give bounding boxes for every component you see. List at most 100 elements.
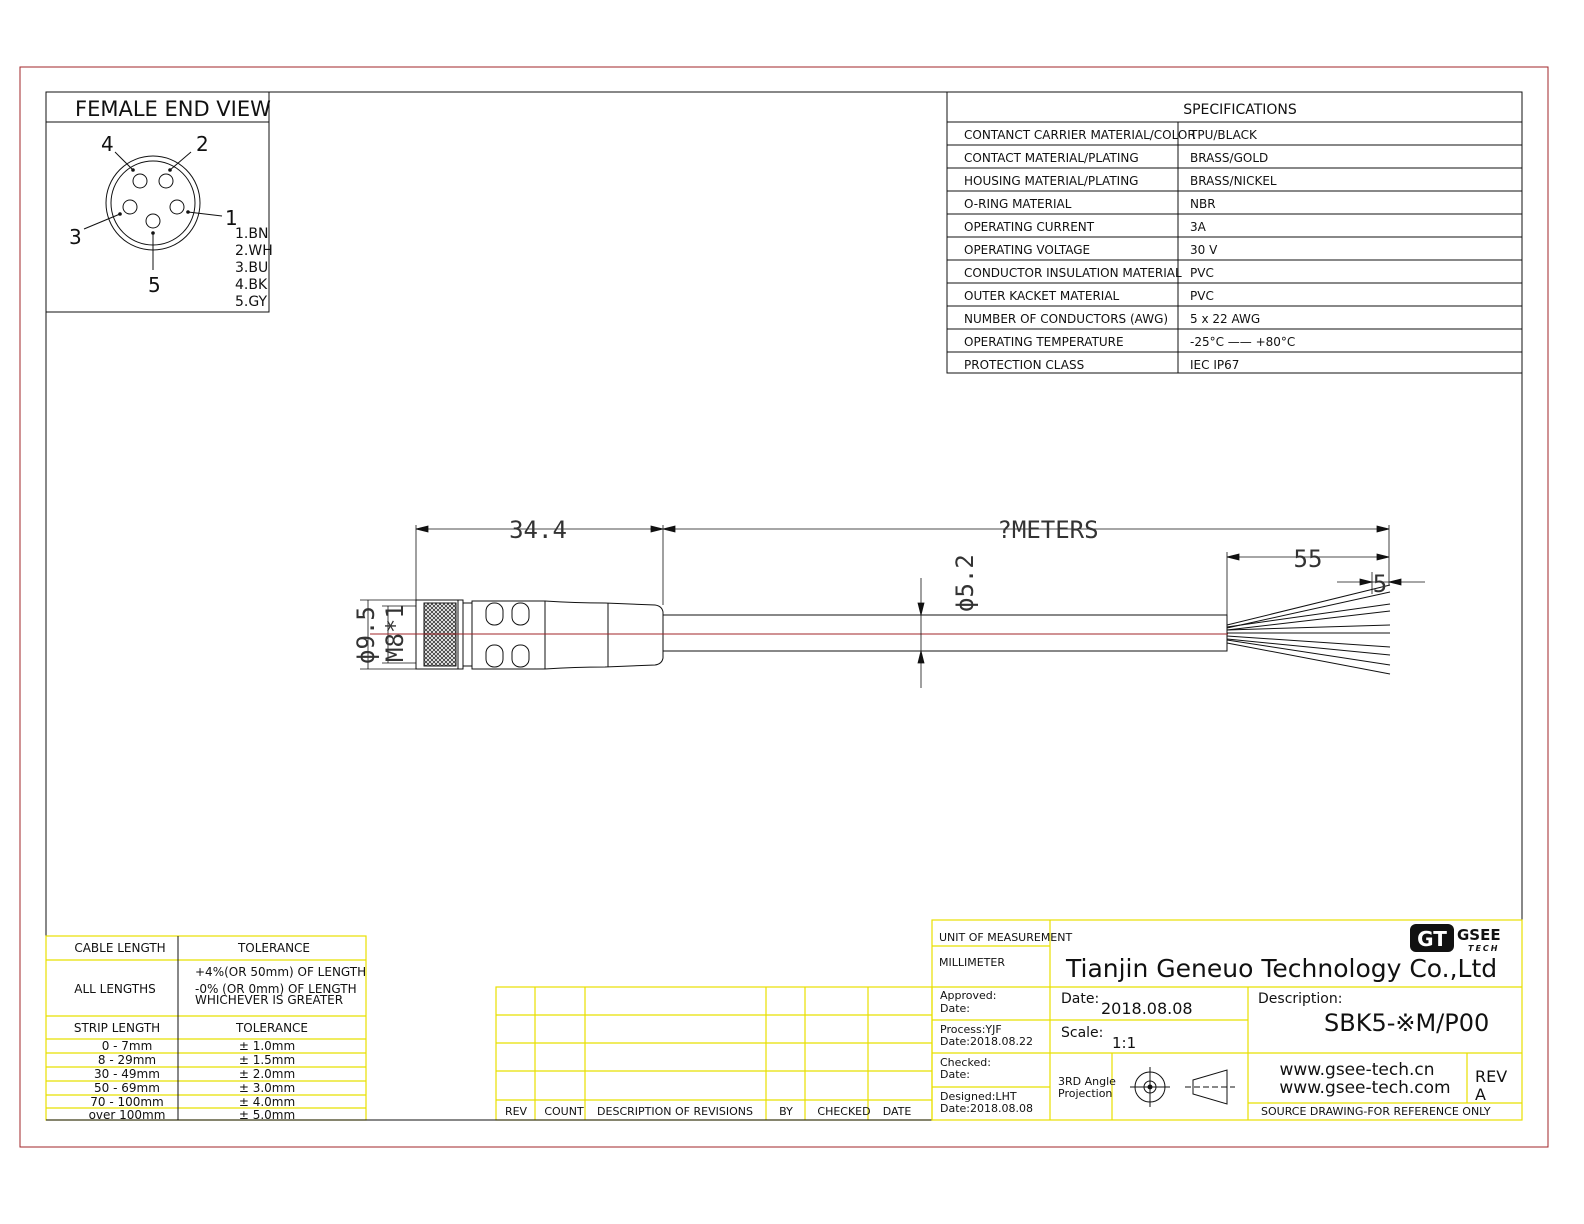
pin-color: 4.BK bbox=[235, 277, 268, 293]
spec-label: OPERATING VOLTAGE bbox=[964, 243, 1090, 257]
rev-header: DATE bbox=[883, 1105, 912, 1118]
specifications-title: SPECIFICATIONS bbox=[1183, 102, 1297, 118]
rev-header: BY bbox=[779, 1105, 793, 1118]
spec-value: BRASS/GOLD bbox=[1190, 151, 1268, 165]
dim-thread: M8*1 bbox=[381, 604, 409, 662]
tol-all-lengths-line: WHICHEVER IS GREATER bbox=[195, 993, 343, 1007]
projection-symbol bbox=[1130, 1067, 1235, 1107]
pin-number: 2 bbox=[196, 132, 209, 156]
pin-number: 3 bbox=[69, 225, 82, 249]
logo-mark: GT bbox=[1417, 927, 1447, 951]
spec-value: 5 x 22 AWG bbox=[1190, 312, 1260, 326]
process: Process:YJF bbox=[940, 1023, 1002, 1036]
cable-drawing: 34.4 ?METERS 55 5 ϕ5.2 ϕ9.5 M8*1 bbox=[352, 516, 1425, 688]
dim-cable-diameter: ϕ5.2 bbox=[951, 554, 979, 612]
dim-cable-length: ?METERS bbox=[997, 516, 1098, 544]
projection-line: 3RD Angle bbox=[1058, 1075, 1116, 1088]
pin-color: 5.GY bbox=[235, 294, 268, 310]
unit-label: UNIT OF MEASUREMENT bbox=[939, 931, 1072, 944]
projection-line: Projection bbox=[1058, 1087, 1112, 1100]
pin-color: 2.WH bbox=[235, 243, 273, 259]
strip-tolerance: ± 5.0mm bbox=[239, 1108, 295, 1122]
date-value: 2018.08.08 bbox=[1101, 999, 1193, 1018]
specifications-table: SPECIFICATIONS CONTANCT CARRIER MATERIAL… bbox=[946, 91, 1523, 374]
logo-subtext: TECH bbox=[1468, 944, 1500, 953]
title-block: UNIT OF MEASUREMENT MILLIMETER Tianjin G… bbox=[931, 919, 1523, 1121]
unit-value: MILLIMETER bbox=[939, 956, 1005, 969]
end-view-title: FEMALE END VIEW bbox=[75, 97, 271, 121]
spec-value: 30 V bbox=[1190, 243, 1218, 257]
pin-color: 1.BN bbox=[235, 226, 268, 242]
overmold-body bbox=[471, 600, 664, 670]
spec-value: 3A bbox=[1190, 220, 1207, 234]
tol-header-strip-length: STRIP LENGTH bbox=[74, 1021, 160, 1035]
dim-head-length: 34.4 bbox=[509, 516, 567, 544]
logo-text: GSEE bbox=[1457, 926, 1501, 944]
website: www.gsee-tech.com bbox=[1279, 1078, 1450, 1098]
strip-tolerance: ± 2.0mm bbox=[239, 1067, 295, 1081]
approved-label: Approved: bbox=[940, 989, 996, 1002]
website: www.gsee-tech.cn bbox=[1279, 1060, 1434, 1080]
description-label: Description: bbox=[1258, 991, 1342, 1007]
spec-value: BRASS/NICKEL bbox=[1190, 174, 1277, 188]
spec-label: CONDUCTOR INSULATION MATERIAL bbox=[964, 266, 1182, 280]
spec-label: CONTACT MATERIAL/PLATING bbox=[964, 151, 1139, 165]
spec-label: OUTER KACKET MATERIAL bbox=[964, 289, 1120, 303]
female-end-view: FEMALE END VIEW 4 2 1 3 5 1.BN 2.WH 3.BU… bbox=[45, 91, 273, 313]
pin-color: 3.BU bbox=[235, 260, 268, 276]
approved-date: Date: bbox=[940, 1002, 970, 1015]
strip-range: 8 - 29mm bbox=[98, 1053, 156, 1067]
pin-number: 4 bbox=[101, 132, 114, 156]
tol-header-tolerance-2: TOLERANCE bbox=[235, 1021, 308, 1035]
part-number: SBK5-※M/P00 bbox=[1324, 1009, 1489, 1037]
rev-label: REV bbox=[1475, 1067, 1507, 1086]
spec-label: HOUSING MATERIAL/PLATING bbox=[964, 174, 1138, 188]
spec-value: IEC IP67 bbox=[1190, 358, 1239, 372]
tol-header-cable-length: CABLE LENGTH bbox=[74, 941, 165, 955]
spec-value: TPU/BLACK bbox=[1189, 128, 1258, 142]
process-date: Date:2018.08.22 bbox=[940, 1035, 1033, 1048]
rev-header: REV bbox=[505, 1105, 528, 1118]
tol-header-tolerance: TOLERANCE bbox=[237, 941, 310, 955]
strip-tolerance: ± 1.0mm bbox=[239, 1039, 295, 1053]
tol-all-lengths: ALL LENGTHS bbox=[74, 982, 155, 996]
source-note: SOURCE DRAWING-FOR REFERENCE ONLY bbox=[1261, 1105, 1491, 1118]
rev-header: CHECKED bbox=[817, 1105, 870, 1118]
outer-border bbox=[19, 66, 1549, 1148]
wire-fanout bbox=[1226, 584, 1391, 675]
spec-value: NBR bbox=[1190, 197, 1216, 211]
rev-header: COUNT bbox=[544, 1105, 584, 1118]
pin-number: 1 bbox=[225, 206, 238, 230]
strip-tolerance: ± 3.0mm bbox=[239, 1081, 295, 1095]
tol-all-lengths-line: +4%(OR 50mm) OF LENGTH bbox=[195, 965, 366, 979]
cable-jacket bbox=[662, 614, 1228, 652]
scale-value: 1:1 bbox=[1112, 1034, 1136, 1052]
spec-label: PROTECTION CLASS bbox=[964, 358, 1084, 372]
spec-value: -25°C —— +80°C bbox=[1190, 335, 1295, 349]
scale-label: Scale: bbox=[1061, 1025, 1103, 1041]
checked-date: Date: bbox=[940, 1068, 970, 1081]
designed: Designed:LHT bbox=[940, 1090, 1017, 1103]
checked-label: Checked: bbox=[940, 1056, 991, 1069]
strip-tolerance: ± 4.0mm bbox=[239, 1095, 295, 1109]
spec-value: PVC bbox=[1190, 266, 1214, 280]
strip-range: 0 - 7mm bbox=[102, 1039, 153, 1053]
dim-wire-strip: 5 bbox=[1373, 570, 1387, 598]
strip-range: over 100mm bbox=[89, 1108, 166, 1122]
strip-range: 70 - 100mm bbox=[90, 1095, 164, 1109]
strip-range: 50 - 69mm bbox=[94, 1081, 160, 1095]
date-label: Date: bbox=[1061, 991, 1099, 1007]
rev-value: A bbox=[1475, 1085, 1486, 1104]
dim-head-diameter: ϕ9.5 bbox=[352, 606, 380, 664]
strip-range: 30 - 49mm bbox=[94, 1067, 160, 1081]
rev-header: DESCRIPTION OF REVISIONS bbox=[597, 1105, 753, 1118]
dim-strip-length: 55 bbox=[1294, 545, 1323, 573]
pin-number: 5 bbox=[148, 273, 161, 297]
company-name: Tianjin Geneuo Technology Co.,Ltd bbox=[1065, 954, 1497, 983]
spec-label: O-RING MATERIAL bbox=[964, 197, 1072, 211]
spec-label: OPERATING TEMPERATURE bbox=[964, 335, 1124, 349]
strip-tolerance: ± 1.5mm bbox=[239, 1053, 295, 1067]
revision-table: REV COUNT DESCRIPTION OF REVISIONS BY CH… bbox=[46, 986, 933, 1121]
spec-value: PVC bbox=[1190, 289, 1214, 303]
